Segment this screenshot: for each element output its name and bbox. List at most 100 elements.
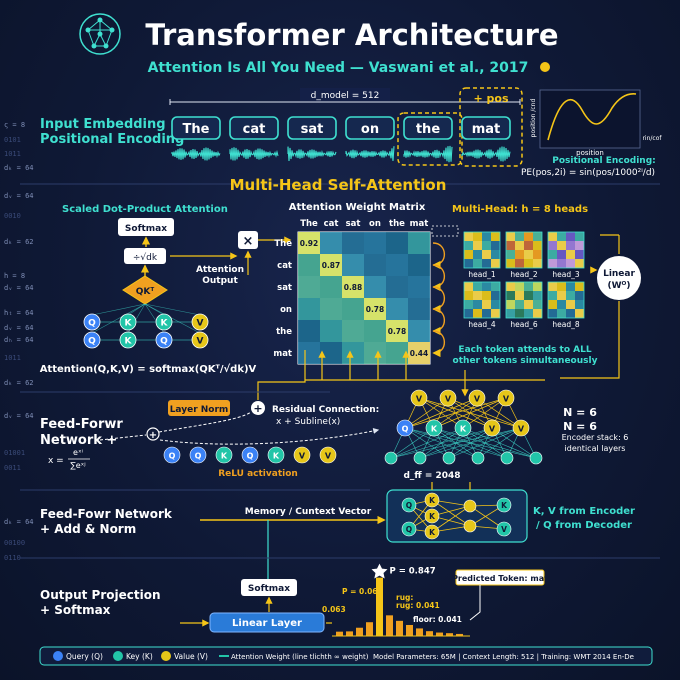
matrix-diag-value: 0.87 — [322, 261, 341, 270]
head-cell — [482, 309, 491, 318]
bar-annotation: P = 0.067 — [342, 587, 383, 596]
pe-xlabel2: rin/cof — [642, 135, 662, 142]
node-label: V — [503, 395, 510, 404]
v-node-icon — [468, 389, 486, 407]
softmax-frac-pre: x = — [48, 456, 64, 466]
head-cell — [566, 232, 575, 241]
attn-output-label: Attention — [196, 265, 244, 275]
margin-label: dᵥ = 64 — [4, 284, 34, 292]
k-node-icon — [384, 451, 398, 465]
head-cell — [491, 259, 500, 268]
head-cell — [515, 282, 524, 291]
matrix-col-label: on — [369, 219, 381, 229]
predicted-token: Predicted Token: mat — [452, 574, 548, 583]
matrix-cell — [386, 276, 408, 298]
sdpa-edge — [91, 303, 146, 334]
pos-label: + pos — [473, 92, 508, 105]
head-cell — [506, 300, 515, 309]
encoder-edge — [448, 427, 522, 459]
matrix-cell — [320, 232, 342, 254]
head-cell — [515, 309, 524, 318]
matrix-row-label: on — [280, 305, 292, 315]
head-cell — [557, 282, 566, 291]
decoder-edge — [431, 505, 471, 533]
probability-bar — [386, 615, 393, 636]
n-layers-label: N = 6 — [563, 406, 597, 419]
head-cell — [482, 291, 491, 300]
attention-arcs — [431, 225, 459, 358]
matrix-diag-value: 0.92 — [300, 239, 319, 248]
margin-label: dᵥ = 64 — [4, 412, 34, 420]
kv-note: K, V from Encoder — [533, 506, 635, 517]
node-label: Q — [88, 337, 96, 347]
head-cell — [515, 300, 524, 309]
head-frame — [547, 231, 585, 269]
matrix-cell — [408, 342, 430, 364]
pe-xlabel: position — [576, 149, 604, 157]
head-cell — [557, 291, 566, 300]
legend: Query (Q) Key (K) Value (V) Attention We… — [39, 646, 653, 666]
matrix-cell — [408, 232, 430, 254]
probability-bar — [426, 631, 433, 636]
legend-value: Value (V) — [174, 652, 208, 661]
margin-label: dₖ = 62 — [4, 238, 34, 246]
heads-title: Multi-Head: h = 8 heads — [452, 204, 588, 215]
sdpa-block: Scaled Dot-Product Attention Softmax ÷√d… — [40, 204, 292, 375]
kv-note2: / Q from Decoder — [536, 520, 632, 531]
encoder-edge — [404, 397, 478, 429]
matrix-cell — [342, 320, 364, 342]
margin-label: dᵥ = 64 — [4, 324, 34, 332]
k-node-icon — [454, 419, 472, 437]
head-cell — [575, 282, 584, 291]
margin-binary: 0110 — [4, 554, 21, 562]
legend-params: Model Parameters: 65M | Context Length: … — [373, 653, 634, 661]
head-cell — [557, 250, 566, 259]
sdpa-edge — [91, 303, 146, 316]
head-frame — [463, 231, 501, 269]
softmax-frac-num: eˣⁱ — [73, 448, 83, 457]
matrix-cell — [364, 232, 386, 254]
pos-dashed-box — [459, 87, 523, 167]
head-cell — [566, 241, 575, 250]
relu-label: ReLU activation — [218, 469, 298, 479]
node-label: V — [197, 319, 204, 329]
bar-annotation: rug: — [396, 593, 413, 602]
token-label: The — [183, 122, 210, 137]
v-node-icon — [512, 419, 530, 437]
head-cell — [566, 259, 575, 268]
head-cell — [464, 259, 473, 268]
k-node-icon — [267, 446, 285, 464]
q-node-icon — [241, 446, 259, 464]
v-node-icon — [439, 389, 457, 407]
head-cell — [566, 250, 575, 259]
matrix-diag-value: 0.44 — [410, 349, 429, 358]
multiply-box — [238, 231, 258, 249]
probability-bar — [366, 622, 373, 636]
node-label: V — [445, 395, 452, 404]
matrix-cell — [298, 232, 320, 254]
waveform — [287, 146, 337, 161]
matrix-cell — [408, 276, 430, 298]
head-cell — [482, 300, 491, 309]
head-cell — [491, 309, 500, 318]
head-cell — [524, 291, 533, 300]
encoder-edge — [477, 427, 522, 459]
token-box — [171, 116, 221, 140]
softmax-frac-den: ∑eˣʲ — [70, 461, 85, 470]
encoder-edge — [390, 427, 464, 459]
head-cell — [506, 282, 515, 291]
encoder-edge — [433, 397, 507, 429]
head-cell — [575, 309, 584, 318]
encoder-note2: identical layers — [565, 444, 626, 453]
head-cell — [482, 282, 491, 291]
token-label: cat — [243, 122, 266, 137]
head-cell — [566, 291, 575, 300]
head-cell — [557, 309, 566, 318]
head-cell — [515, 259, 524, 268]
output-title-line2: + Softmax — [40, 603, 111, 617]
v-node-icon — [293, 446, 311, 464]
header: Transformer Architecture Attention Is Al… — [79, 13, 559, 76]
head-cell — [506, 241, 515, 250]
bar-annotation: 0.063 — [322, 605, 346, 614]
scale-box — [124, 248, 166, 264]
